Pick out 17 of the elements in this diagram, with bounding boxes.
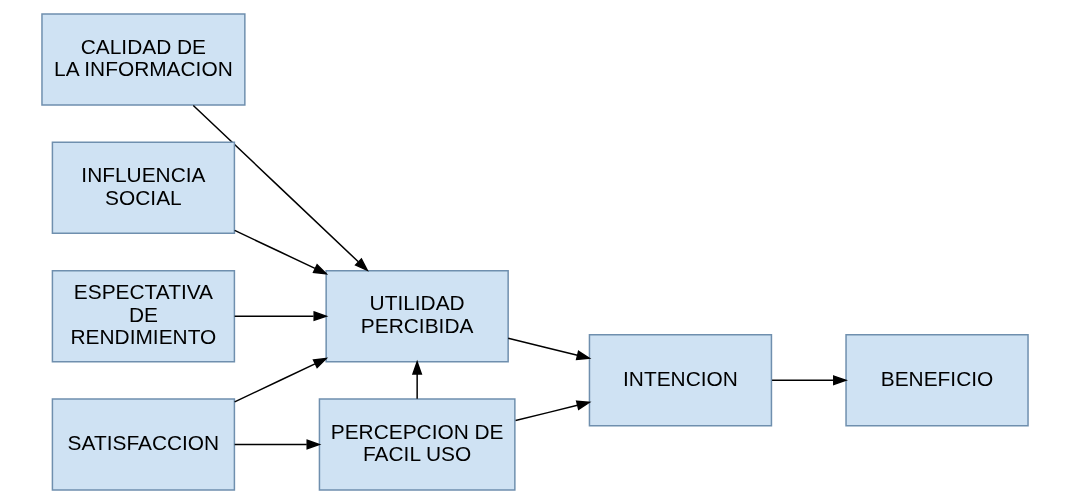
arrow xyxy=(514,400,591,422)
node-box: CALIDAD DE LA INFORMACION xyxy=(40,13,246,106)
arrow xyxy=(233,229,328,275)
node-box: UTILIDAD PERCIBIDA xyxy=(324,269,509,363)
node-box: PERCEPCION DE FACIL USO xyxy=(318,398,516,491)
arrow xyxy=(192,104,369,272)
arrow xyxy=(770,375,848,386)
node-box: SATISFACCION xyxy=(51,398,235,491)
arrow xyxy=(411,359,422,400)
arrow xyxy=(506,337,591,361)
arrow xyxy=(233,357,328,403)
node-box: ESPECTATIVA DE RENDIMIENTO xyxy=(51,269,235,363)
arrow xyxy=(233,439,321,450)
node-box: BENEFICIO xyxy=(844,334,1029,427)
arrow xyxy=(233,310,328,322)
node-box: INTENCION xyxy=(588,334,772,427)
node-box: INFLUENCIA SOCIAL xyxy=(51,141,235,235)
